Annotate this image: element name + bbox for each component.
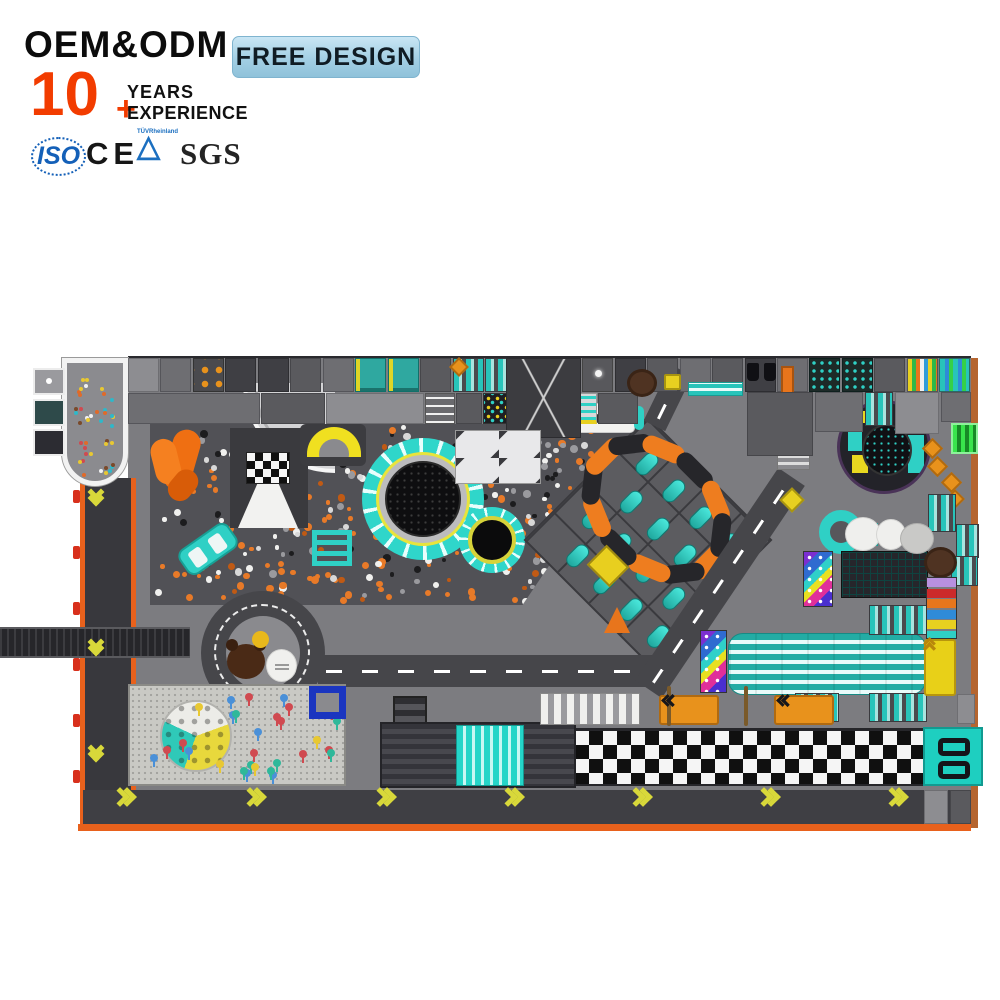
tealh [688,382,743,396]
checker-track [575,728,925,786]
sgs-logo: SGS [180,136,242,171]
tube-slide [728,633,926,695]
white-figure [266,649,297,682]
obstacle-pillar [616,487,646,517]
floor-tile [456,393,482,424]
cloudg [900,523,934,554]
donut-net-center [385,461,461,537]
floor-tile [261,393,325,424]
floor-tile [322,358,354,392]
side-tile [33,429,65,456]
road-east [318,655,652,687]
floor-tile [192,358,224,392]
floor-tile [809,358,841,392]
red-dash [73,602,80,615]
cols [540,693,640,725]
ypad [924,639,956,696]
floor-tile [355,358,387,392]
browncircle [924,547,957,578]
bear-figure [226,639,266,679]
ce-logo: CE [86,136,140,171]
entrance-conveyor [0,627,190,658]
floor-tile [906,358,938,392]
g3 [895,392,939,434]
trampoline-bed [938,761,970,779]
floor-tile [128,358,159,392]
pole [744,686,748,726]
red-dash [73,658,80,671]
g1 [941,392,971,422]
xtiles [455,430,541,484]
matstack [926,577,957,639]
floor-tile [582,358,614,392]
g3 [957,694,975,724]
years-number: 10 [30,60,99,129]
g2 [747,392,813,456]
ball-hole [468,516,516,564]
tuv-text: TÜVRheinland [137,129,179,135]
tuv-triangle-icon: △ [137,130,161,163]
red-dash [73,490,80,503]
free-design-badge: FREE DESIGN [232,36,420,78]
obstacle-pillar [659,476,689,506]
pole [667,686,671,726]
floor-tile [939,358,971,392]
floor-tile [874,358,906,392]
floor-tile [257,358,289,392]
tealv [865,392,893,426]
browncircle [627,369,657,397]
waffle [841,551,928,598]
floor-tile [387,358,419,392]
bottom-walkway [83,790,971,826]
checker-slide-top [246,452,290,484]
years-plus: + [116,90,136,128]
floor-tile [841,358,873,392]
floor-tile [420,358,452,392]
opad [774,695,834,725]
yellow-figure [252,631,269,648]
yellowsq [664,374,681,390]
tealv [928,494,956,532]
netlines [506,358,581,438]
graffiti [700,630,727,693]
graffiti [803,551,833,607]
floor-tile [290,358,322,392]
floor-tile [128,393,260,424]
bottom-border [78,824,971,831]
side-tile [33,368,65,395]
tealv [869,605,927,635]
mini-trampoline [923,727,983,786]
red-dash [73,546,80,559]
entrance-capsule [62,358,128,486]
speakers [745,362,779,384]
red-dash [73,714,80,727]
spider-panel [908,435,924,473]
g3 [924,790,948,824]
orangebar [781,366,794,394]
tealv [869,693,927,722]
trampoline-bed [938,738,970,756]
slats [456,725,524,786]
blue-frame [309,686,346,719]
floor-tile [326,393,424,424]
top-edge [128,356,971,358]
floor-tile [425,393,455,424]
years-label: YEARS [127,82,195,102]
teal-ladder [312,530,352,566]
g2 [950,790,971,824]
floor-tile [598,393,638,424]
tealv [956,524,979,558]
g1 [815,392,863,432]
obstacle-pillar [643,514,673,544]
floor-tile [483,393,510,424]
red-dash [73,770,80,783]
brand-title: OEM&ODM [24,24,229,65]
side-tile [33,399,65,426]
floor-tile [160,358,192,392]
experience-label: EXPERIENCE [127,103,249,123]
greenv [951,423,978,454]
floor-tile [225,358,257,392]
iso-logo: ISO [30,137,87,176]
right-border [971,358,978,828]
